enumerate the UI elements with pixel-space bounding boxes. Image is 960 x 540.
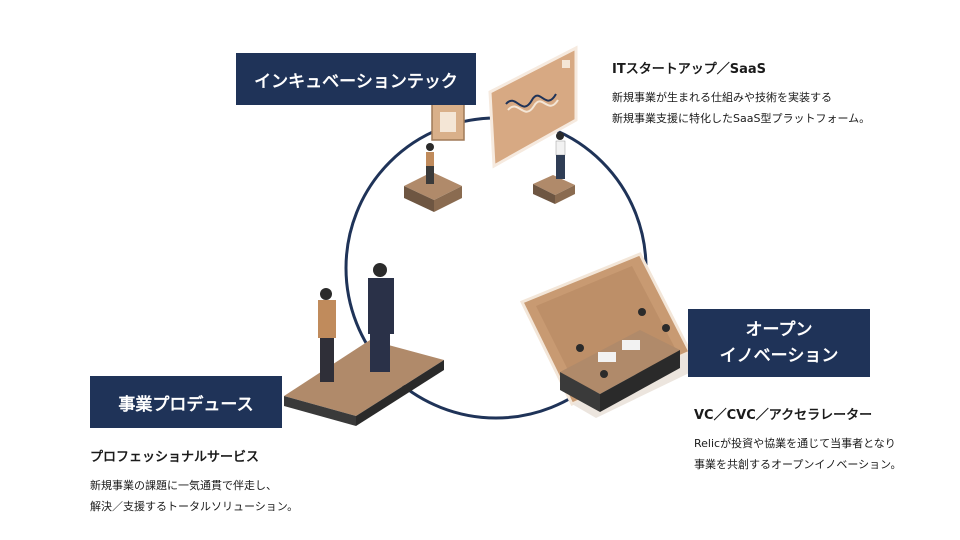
professional-service-line-1: 新規事業の課題に一気通貫で伴走し、 bbox=[90, 479, 277, 492]
it-saas-description: ITスタートアップ／SaaS 新規事業が生まれる仕組みや技術を実装する 新規事業… bbox=[612, 58, 870, 129]
vc-cvc-description: VC／CVC／アクセラレーター Relicが投資や協業を通じて当事者となり 事業… bbox=[694, 404, 901, 475]
it-saas-heading: ITスタートアップ／SaaS bbox=[612, 62, 766, 77]
vc-cvc-line-2: 事業を共創するオープンイノベーション。 bbox=[694, 458, 902, 471]
it-saas-line-1: 新規事業が生まれる仕組みや技術を実装する bbox=[612, 91, 832, 104]
it-saas-line-2: 新規事業支援に特化したSaaS型プラットフォーム。 bbox=[612, 112, 871, 125]
incubation-figure-illustration bbox=[404, 103, 465, 212]
professional-service-heading: プロフェッショナルサービス bbox=[90, 450, 260, 465]
professional-service-line-2: 解決／支援するトータルソリューション。 bbox=[90, 500, 299, 513]
vc-cvc-line-1: Relicが投資や協業を通じて当事者となり bbox=[694, 437, 896, 450]
saas-screen-illustration bbox=[488, 45, 578, 204]
open-innovation-illustration bbox=[519, 252, 712, 418]
incubation-tech-label: インキュベーションテック bbox=[236, 53, 476, 105]
open-innovation-text-line1: オープン bbox=[745, 320, 813, 340]
open-innovation-label: オープン イノベーション bbox=[688, 309, 870, 377]
business-produce-label: 事業プロデュース bbox=[90, 376, 282, 428]
open-innovation-text-line2: イノベーション bbox=[719, 346, 839, 366]
vc-cvc-heading: VC／CVC／アクセラレーター bbox=[694, 408, 873, 423]
business-produce-text: 事業プロデュース bbox=[118, 394, 254, 415]
produce-figure-illustration bbox=[284, 263, 444, 426]
incubation-tech-text: インキュベーションテック bbox=[254, 71, 458, 92]
professional-service-description: プロフェッショナルサービス 新規事業の課題に一気通貫で伴走し、 解決／支援するト… bbox=[90, 446, 298, 517]
